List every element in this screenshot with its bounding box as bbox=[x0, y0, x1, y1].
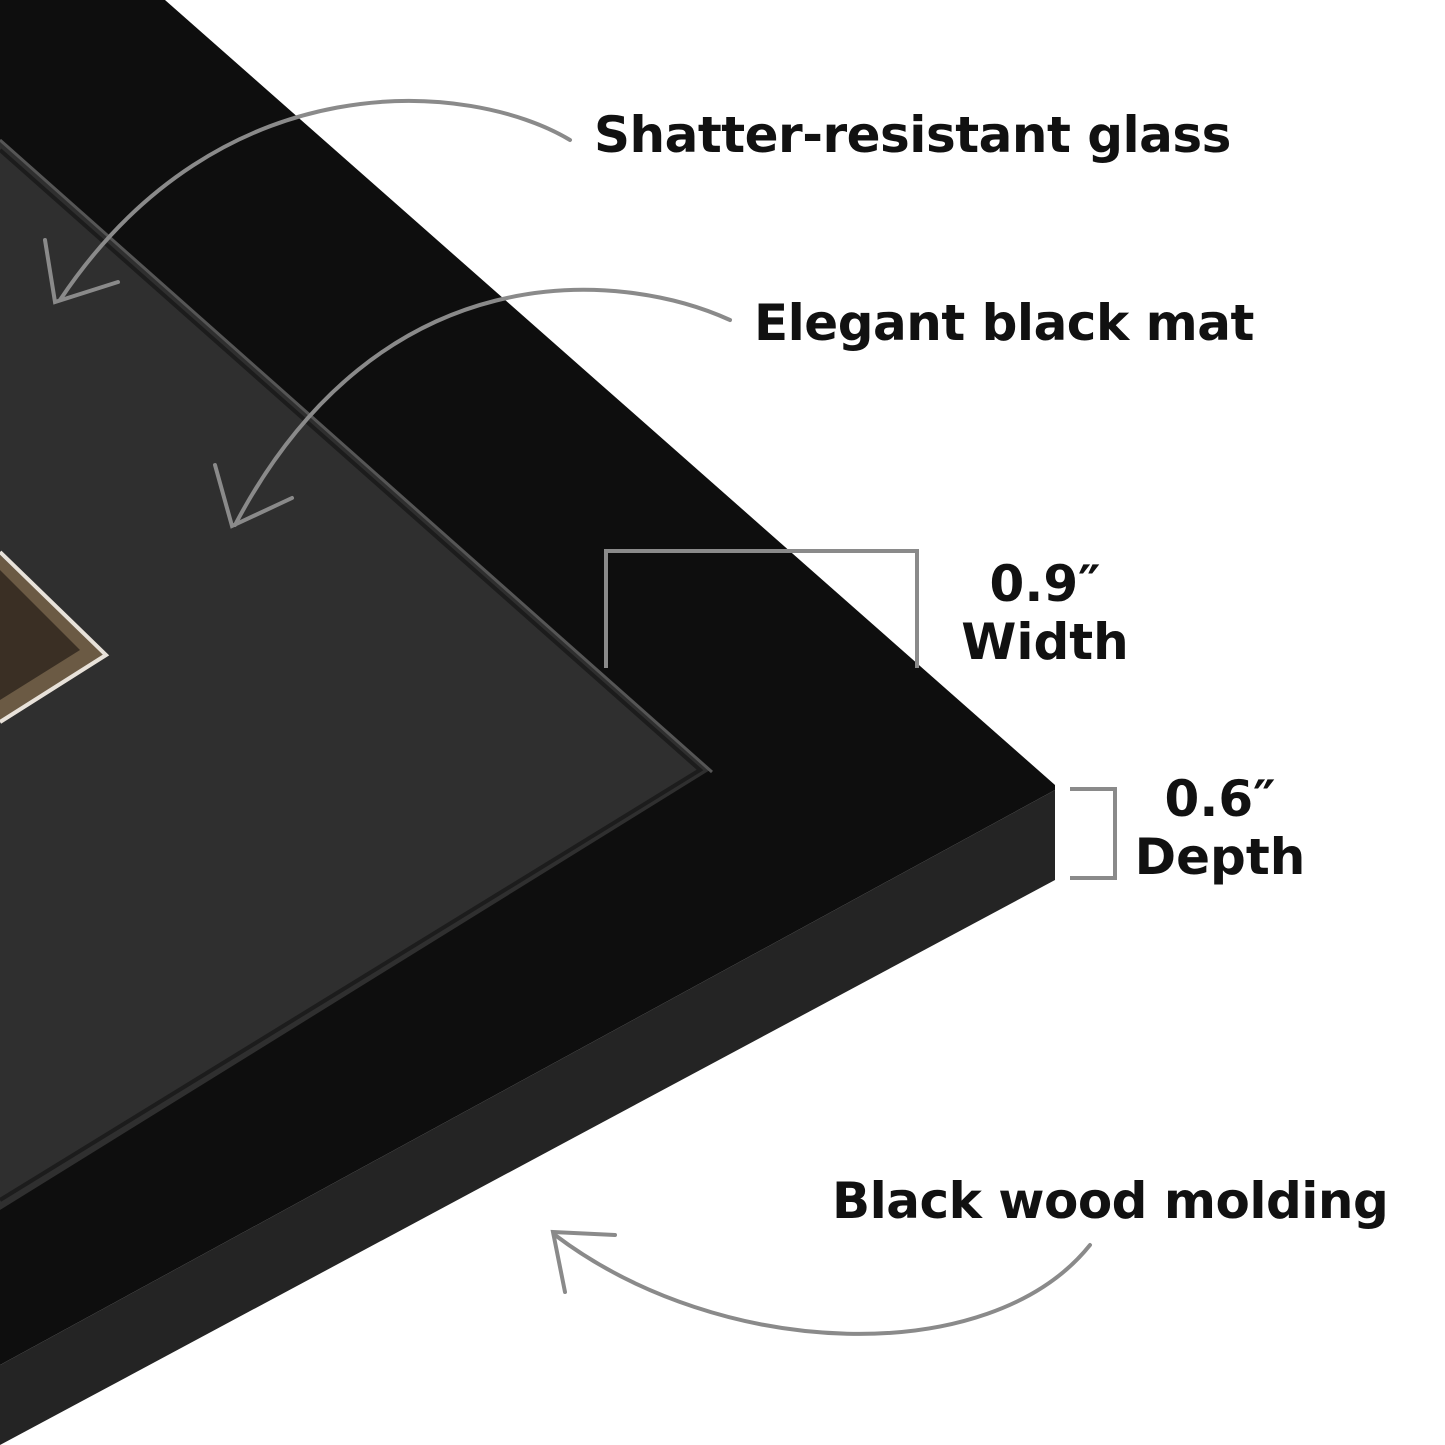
frame-side bbox=[0, 790, 1055, 1445]
glass-arrow bbox=[43, 99, 572, 305]
artwork-corner-shade bbox=[0, 570, 80, 700]
depth-value: 0.6″ bbox=[1164, 770, 1276, 828]
artwork-mat-border bbox=[0, 550, 110, 724]
glass-edge bbox=[0, 138, 713, 774]
molding-arrow bbox=[550, 1229, 1092, 1336]
mat-arrow bbox=[213, 287, 732, 529]
depth-label: Depth bbox=[1134, 828, 1306, 886]
molding-callout-label: Black wood molding bbox=[832, 1172, 1389, 1230]
mat-callout-label: Elegant black mat bbox=[754, 294, 1254, 352]
width-value: 0.9″ bbox=[989, 555, 1101, 613]
glass-callout-label: Shatter-resistant glass bbox=[594, 106, 1231, 164]
depth-dimension: 0.6″ Depth bbox=[1130, 770, 1310, 886]
mat-inner-edge bbox=[0, 148, 704, 1202]
width-label: Width bbox=[961, 613, 1129, 671]
mat-board bbox=[0, 140, 710, 1210]
depth-bracket bbox=[1070, 787, 1117, 880]
width-dimension: 0.9″ Width bbox=[955, 555, 1135, 671]
width-bracket bbox=[604, 549, 919, 668]
